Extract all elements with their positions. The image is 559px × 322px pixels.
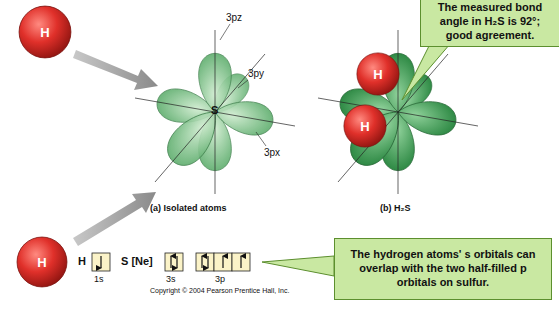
orbital-label: 3px — [264, 147, 280, 158]
callout-text: The measured bond angle in H₂S is 92°; g… — [427, 1, 553, 42]
atom-symbol: H — [37, 255, 46, 270]
callout-box: The hydrogen atoms' s orbitals can overl… — [334, 238, 552, 300]
hydrogen-atom: H — [343, 104, 387, 148]
callout-box: The measured bond angle in H₂S is 92°; g… — [420, 0, 559, 47]
hydrogen-atom: H — [16, 236, 68, 288]
atom-label: H — [78, 255, 86, 267]
orbital-label: 3s — [166, 274, 176, 284]
atom-symbol: H — [40, 25, 49, 40]
figure-caption: (a) Isolated atoms — [150, 203, 227, 213]
hydrogen-atom: H — [356, 52, 400, 96]
atom-label: S [Ne] — [121, 255, 153, 267]
figure-caption: (b) H₂S — [380, 203, 411, 213]
orbital-label: 1s — [94, 274, 104, 284]
callout-text: The hydrogen atoms' s orbitals can overl… — [341, 248, 545, 289]
copyright-note: Copyright © 2004 Pearson Prentice Hall, … — [150, 287, 289, 294]
orbital-label: 3py — [248, 68, 264, 79]
atom-label: S — [211, 104, 218, 116]
atom-symbol: H — [373, 67, 382, 82]
orbital-label: 3p — [215, 274, 225, 284]
atom-symbol: H — [360, 119, 369, 134]
hydrogen-atom: H — [18, 5, 72, 59]
orbital-label: 3pz — [226, 12, 242, 23]
